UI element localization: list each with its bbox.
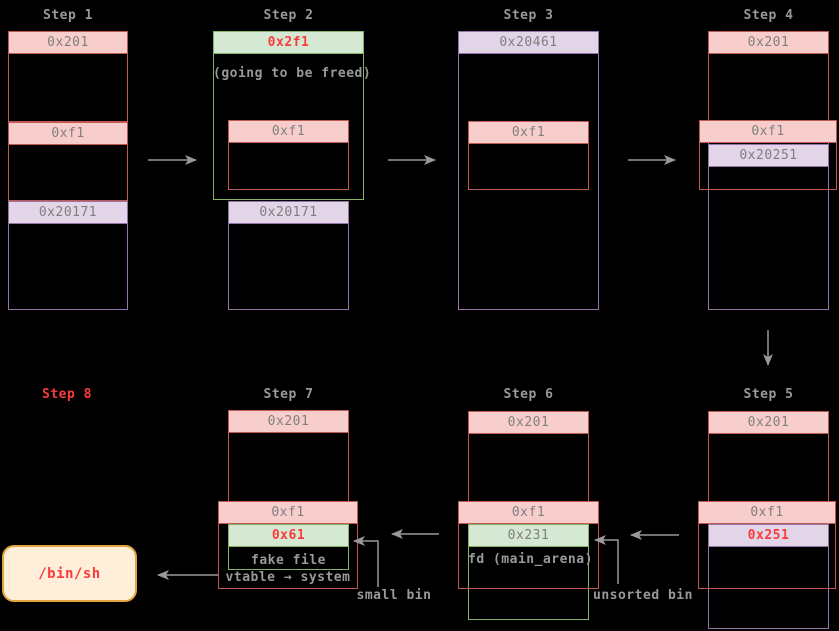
step4-overlap-chunk-0xf1: 0xf1 <box>699 120 837 190</box>
step3-chunk-0xf1: 0xf1 <box>468 121 589 190</box>
step1-chunk-0x201: 0x201 <box>8 31 128 122</box>
step3-chunk-0x20461: 0x20461 <box>458 31 599 310</box>
chunk-size-header: 0x201 <box>709 412 828 434</box>
step7-chunk-0x201: 0x201 <box>228 410 349 523</box>
chunk-size-header: 0x61 <box>229 525 348 547</box>
unsorted-bin-label: unsorted bin <box>593 588 693 603</box>
chunk-size-header: 0x251 <box>709 525 828 547</box>
step3-title: Step 3 <box>503 8 554 23</box>
small-bin-label: small bin <box>356 588 432 603</box>
step7-title: Step 7 <box>263 387 314 402</box>
step4-title: Step 4 <box>743 8 794 23</box>
chunk-size-header: 0x231 <box>469 525 588 547</box>
chunk-size-header: 0x2f1 <box>214 32 363 54</box>
step4-chunk-0x201: 0x201 <box>708 31 829 190</box>
step2-chunk-0x20171: 0x20171 <box>228 201 349 310</box>
chunk-size-header: 0x20171 <box>229 202 348 224</box>
chunk-size-header: 0xf1 <box>699 502 835 524</box>
step7-bin-chunk-0x61: 0x61 <box>228 524 349 570</box>
step5-chunk-0x201: 0x201 <box>708 411 829 523</box>
step1-chunk-0xf1: 0xf1 <box>8 122 128 201</box>
step8-title: Step 8 <box>42 387 92 402</box>
step7-vtable-note: vtable → system <box>225 570 351 585</box>
step1-title: Step 1 <box>43 8 93 23</box>
step5-overlap-chunk-0xf1: 0xf1 <box>698 501 836 589</box>
step2-freed-chunk-0x2f1: 0x2f1 <box>213 31 364 200</box>
step2-title: Step 2 <box>263 8 314 23</box>
step1-chunk-0x20171: 0x20171 <box>8 201 128 310</box>
step6-title: Step 6 <box>503 387 554 402</box>
bin-sh-shell-box: /bin/sh <box>2 545 137 602</box>
chunk-size-header: 0x201 <box>469 412 588 434</box>
chunk-size-header: 0xf1 <box>459 502 598 524</box>
step4-chunk-0x20251: 0x20251 <box>708 144 829 310</box>
chunk-size-header: 0xf1 <box>229 121 348 143</box>
step7-fake-file-note: fake file <box>251 553 326 568</box>
step5-chunk-0x251: 0x251 <box>708 524 829 629</box>
chunk-size-header: 0xf1 <box>9 123 127 145</box>
step2-chunk-0xf1: 0xf1 <box>228 120 349 190</box>
step6-overlap-chunk-0xf1: 0xf1 <box>458 501 599 589</box>
chunk-size-header: 0x201 <box>229 411 348 433</box>
chunk-size-header: 0xf1 <box>469 122 588 144</box>
step6-fd-note: fd (main_arena) <box>468 552 593 567</box>
chunk-size-header: 0xf1 <box>700 121 836 143</box>
shell-label: /bin/sh <box>38 565 101 582</box>
chunk-size-header: 0x201 <box>9 32 127 54</box>
chunk-size-header: 0x201 <box>709 32 828 54</box>
chunk-size-header: 0x20461 <box>459 32 598 54</box>
chunk-size-header: 0xf1 <box>219 502 357 524</box>
chunk-size-header: 0x20251 <box>709 145 828 167</box>
step6-chunk-0x201: 0x201 <box>468 411 589 523</box>
chunk-size-header: 0x20171 <box>9 202 127 224</box>
step5-title: Step 5 <box>743 387 794 402</box>
step2-freed-note: (going to be freed) <box>213 66 372 81</box>
step6-bin-chunk-0x231: 0x231 <box>468 524 589 620</box>
